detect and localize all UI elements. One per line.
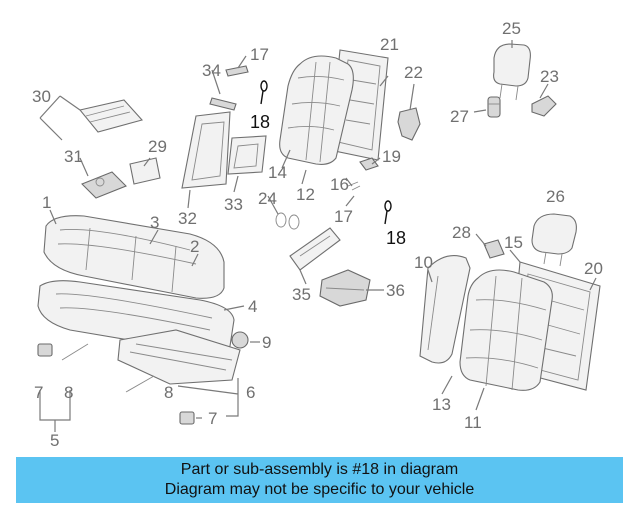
callout-numbers: 1 2 3 4 5 6 7 7 7 8 8 9 10 11 12 13 14 1… <box>32 19 603 450</box>
ring-24a <box>275 212 287 228</box>
bracket-34 <box>209 97 237 111</box>
clip-19 <box>359 157 379 171</box>
callout-14: 14 <box>268 163 287 182</box>
callout-7a: 7 <box>34 383 43 402</box>
callout-26: 26 <box>546 187 565 206</box>
pin-16 <box>347 181 361 191</box>
cupholder-31 <box>81 171 127 199</box>
callout-8a: 8 <box>64 383 73 402</box>
callout-1: 1 <box>42 193 51 212</box>
backrest-board-32 <box>181 111 231 189</box>
side-bolster-10 <box>419 255 471 364</box>
headrest-26 <box>531 213 577 267</box>
callout-18a: 18 <box>250 112 270 132</box>
callout-5: 5 <box>50 431 59 450</box>
headrest-guide-23 <box>531 95 557 117</box>
grommet-9 <box>231 331 249 349</box>
callout-25: 25 <box>502 19 521 38</box>
callout-35: 35 <box>292 285 311 304</box>
rod-8a <box>61 343 89 361</box>
callout-16: 16 <box>330 175 349 194</box>
callout-9: 9 <box>262 333 271 352</box>
callout-19: 19 <box>382 147 401 166</box>
callout-3: 3 <box>150 213 159 232</box>
cover-29 <box>129 157 161 185</box>
backrest-pad <box>279 55 354 165</box>
callout-15: 15 <box>504 233 523 252</box>
info-banner: Part or sub-assembly is #18 in diagram D… <box>16 457 623 503</box>
callout-23: 23 <box>540 67 559 86</box>
latch-22 <box>397 107 421 141</box>
callout-29: 29 <box>148 137 167 156</box>
callout-27: 27 <box>450 107 469 126</box>
pin-28 <box>483 239 505 259</box>
callout-11: 11 <box>464 413 482 432</box>
ring-24b <box>288 214 300 230</box>
module-36 <box>319 269 371 307</box>
callout-10: 10 <box>414 253 433 272</box>
callout-20: 20 <box>584 259 603 278</box>
callout-6: 6 <box>246 383 255 402</box>
armrest-30 <box>79 99 144 133</box>
banner-line-part: Part or sub-assembly is #18 in diagram <box>180 461 459 478</box>
callout-30: 30 <box>32 87 51 106</box>
callout-21: 21 <box>380 35 399 54</box>
callout-2: 2 <box>190 237 199 256</box>
backrest-pad-11 <box>459 269 553 391</box>
callout-17a: 17 <box>250 45 269 64</box>
clip-7a <box>37 343 53 357</box>
callout-32: 32 <box>178 209 197 228</box>
bracket-35 <box>289 227 341 271</box>
rod-8b <box>125 375 155 393</box>
part-18-icon-mid <box>384 200 392 225</box>
callout-34: 34 <box>202 61 221 80</box>
callout-24: 24 <box>258 189 277 208</box>
callout-33: 33 <box>224 195 243 214</box>
part-18-icon-top <box>260 80 268 105</box>
clip-7b <box>179 411 195 425</box>
callout-17b: 17 <box>334 207 353 226</box>
seat-tray-6 <box>117 329 241 385</box>
bolt-17-top <box>225 65 249 77</box>
callout-36: 36 <box>386 281 405 300</box>
banner-line-disclaimer: Diagram may not be specific to your vehi… <box>164 481 475 498</box>
callout-8b: 8 <box>164 383 173 402</box>
callout-13: 13 <box>432 395 451 414</box>
callout-18b: 18 <box>386 228 406 248</box>
headrest-upper <box>493 43 531 101</box>
callout-22: 22 <box>404 63 423 82</box>
backrest-board-33 <box>227 135 267 175</box>
callout-12: 12 <box>296 185 315 204</box>
callout-7b: 7 <box>208 409 217 428</box>
callout-4: 4 <box>248 297 257 316</box>
callout-28: 28 <box>452 223 471 242</box>
leader-lines <box>39 40 597 432</box>
seat-cushion <box>43 215 225 299</box>
callout-31: 31 <box>64 147 83 166</box>
parts-diagram: 1 2 3 4 5 6 7 7 7 8 8 9 10 11 12 13 14 1… <box>32 19 603 450</box>
headrest-guide-27 <box>487 96 501 118</box>
